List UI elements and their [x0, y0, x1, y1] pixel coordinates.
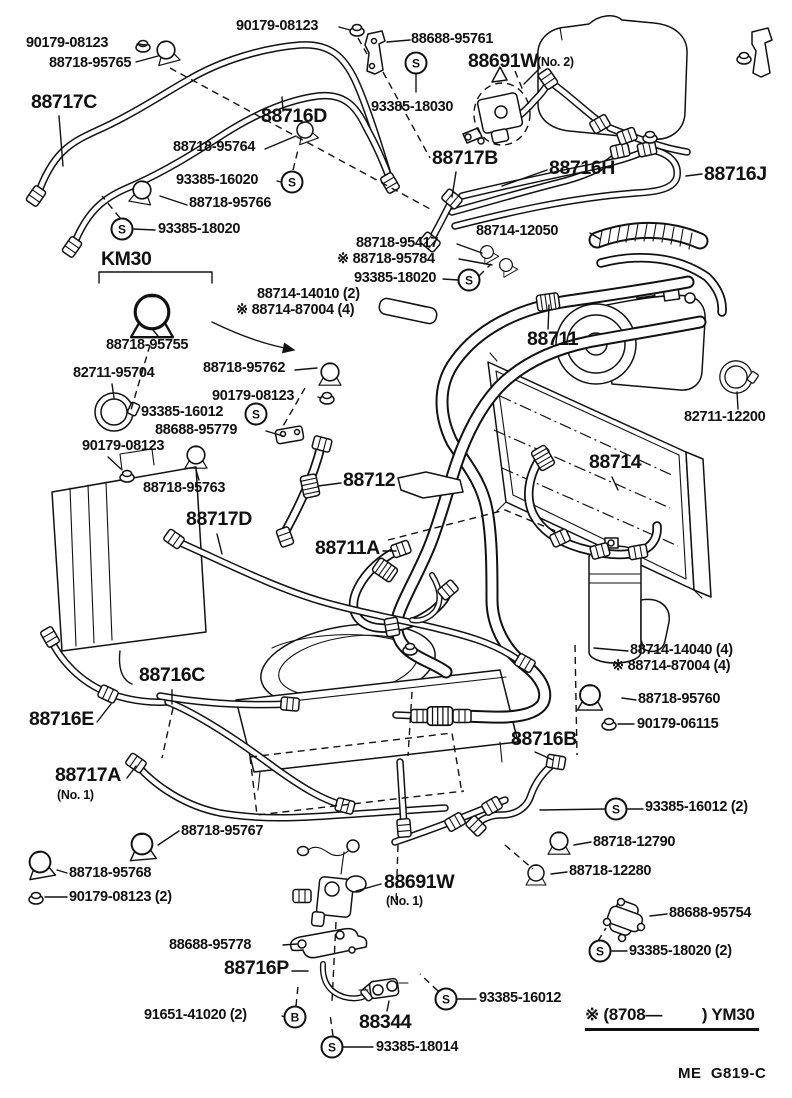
part-label: 88688-95778 — [169, 937, 252, 953]
part-label: ※ 88714-87004 (4) — [236, 302, 355, 318]
part-label: 88716E — [29, 708, 94, 730]
part-label: 82711-95704 — [73, 365, 155, 381]
part-label: 88716P — [224, 957, 289, 979]
part-label: 88714-12050 — [476, 223, 559, 239]
part-label: 88688-95779 — [155, 422, 238, 438]
nut-icon — [135, 39, 151, 53]
part-label: 88714 — [589, 451, 642, 473]
part-label: 88718-95765 — [49, 55, 132, 71]
circled-s-symbol: S — [604, 797, 628, 821]
part-label: 88712 — [343, 469, 396, 491]
part-label: 82711-12200 — [684, 409, 766, 425]
part-label: 93385-18014 — [376, 1039, 459, 1055]
part-label: 90179-08123 — [236, 18, 319, 34]
part-label: 88717C — [31, 91, 97, 113]
part-label: 88716H — [549, 157, 615, 179]
part-label: 88718-12280 — [569, 863, 652, 879]
part-label: 93385-18020 (2) — [629, 943, 732, 959]
nut-icon — [642, 130, 658, 144]
nut-icon — [736, 51, 752, 65]
nut-icon — [349, 23, 365, 37]
part-label: ※ 88718-95784 — [337, 251, 435, 267]
part-label: 88711A — [315, 537, 380, 559]
part-label: 88688-95761 — [411, 31, 494, 47]
part-label: 91651-41020 (2) — [144, 1007, 247, 1023]
part-label: 93385-16012 (2) — [645, 799, 748, 815]
part-label: 88716C — [139, 664, 205, 686]
part-label: 93385-18030 — [371, 99, 454, 115]
part-label: (No. 2) — [537, 55, 574, 69]
nut-icon — [319, 391, 335, 405]
part-label: 90179-08123 — [26, 35, 109, 51]
brackets-and-plates — [274, 27, 773, 959]
valve-88344 — [358, 977, 409, 1000]
corrugated-hose — [588, 221, 709, 250]
part-label: 88691W — [468, 50, 539, 72]
part-label: 88718-95417 — [356, 235, 439, 251]
part-label: 88711 — [527, 328, 579, 350]
circled-s-symbol: S — [457, 268, 481, 292]
leader-88691w-no2 — [523, 68, 540, 85]
part-label: 88718-95767 — [181, 823, 264, 839]
leader-lines — [44, 26, 739, 1048]
circled-s-symbol: S — [588, 939, 612, 963]
part-label: 93385-16012 — [479, 990, 562, 1006]
solenoid-valve-no2 — [462, 66, 524, 145]
circled-s-symbol: S — [110, 217, 134, 241]
part-label: 88716D — [261, 105, 327, 127]
part-label: 90179-08123 (2) — [69, 889, 172, 905]
nut-icon — [119, 469, 135, 483]
evaporator-unit — [235, 623, 519, 791]
part-label: 88717B — [432, 147, 498, 169]
receiver-drier — [588, 537, 670, 664]
part-label: 88344 — [359, 1011, 412, 1033]
part-label: 88718-12790 — [593, 834, 676, 850]
doc-code: ME G819-C — [678, 1065, 767, 1082]
circled-s-symbol: S — [320, 1035, 344, 1059]
circled-b-symbol: B — [283, 1005, 307, 1029]
km30-arrow — [211, 321, 296, 354]
part-label: 88714-14040 (4) — [630, 642, 733, 658]
part-label: 88718-95766 — [189, 195, 272, 211]
part-label: 88718-95755 — [106, 337, 189, 353]
condenser — [487, 352, 712, 599]
part-label: 90179-08123 — [82, 438, 165, 454]
part-label: 88688-95754 — [669, 905, 752, 921]
part-label: 88718-95760 — [638, 691, 721, 707]
circled-s-symbol: S — [280, 170, 304, 194]
solenoid-valve-no1 — [296, 839, 367, 928]
part-label: 88716J — [704, 163, 767, 185]
part-label: (No. 1) — [386, 894, 423, 908]
nut-icon — [28, 891, 44, 905]
part-label: KM30 — [101, 248, 152, 270]
circled-s-symbol: S — [244, 402, 268, 426]
part-label: 90179-08123 — [212, 388, 295, 404]
part-label: 88718-95763 — [143, 480, 226, 496]
part-label: 90179-06115 — [637, 716, 719, 732]
nut-icon — [402, 642, 418, 656]
part-label: 93385-18020 — [158, 221, 241, 237]
part-label: 93385-18020 — [354, 270, 437, 286]
part-label: 93385-16020 — [176, 172, 259, 188]
part-label: ※ 88714-87004 (4) — [612, 658, 731, 674]
part-label: (No. 1) — [57, 788, 94, 802]
part-label: 88718-95764 — [173, 139, 256, 155]
reservoir-tank — [537, 15, 688, 140]
part-label: 88691W — [384, 871, 455, 893]
circled-s-symbol: S — [404, 51, 428, 75]
part-label: 88718-95768 — [69, 865, 152, 881]
heater-unit — [51, 448, 207, 685]
straight-tube-88714-14010 — [378, 297, 438, 325]
production-note: ※ (8708— ) YM30 — [585, 1006, 759, 1031]
part-label: 88717A — [55, 764, 121, 786]
part-label: 93385-16012 — [141, 404, 224, 420]
part-label: 88716B — [511, 728, 577, 750]
part-label: 88718-95762 — [203, 360, 286, 376]
nut-icon — [601, 717, 617, 731]
dashed-lines — [101, 37, 607, 1037]
part-label: 88714-14010 (2) — [257, 286, 360, 302]
part-label: 88717D — [186, 508, 252, 530]
circled-s-symbol: S — [434, 987, 458, 1011]
